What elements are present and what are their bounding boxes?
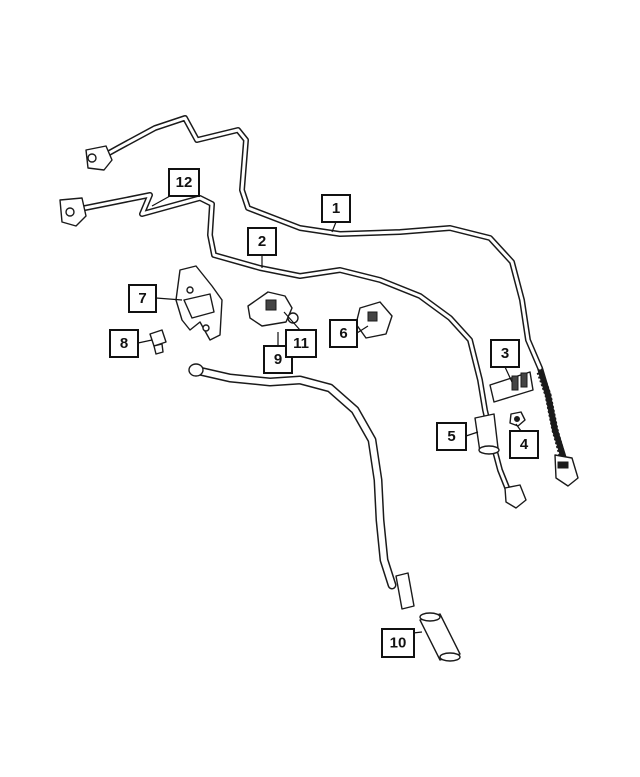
callout-11-label: 11 — [293, 335, 309, 352]
bolt-8 — [149, 329, 167, 355]
callout-11: 11 — [285, 329, 317, 358]
callout-2: 2 — [247, 227, 277, 256]
damper-5 — [474, 413, 500, 455]
clip-3 — [489, 371, 534, 403]
callout-5-label: 5 — [447, 428, 455, 445]
nut-4 — [509, 411, 526, 427]
leader-lines — [137, 195, 522, 635]
callout-7-label: 7 — [138, 290, 146, 307]
tube-2 — [59, 192, 527, 509]
callout-3: 3 — [490, 339, 520, 368]
callout-5: 5 — [436, 422, 467, 451]
sleeve-10 — [419, 612, 461, 662]
callout-8-label: 8 — [120, 335, 128, 352]
callout-2-label: 2 — [258, 233, 266, 250]
tube-1 — [85, 115, 579, 487]
callout-4: 4 — [509, 430, 539, 459]
callout-6-label: 6 — [339, 325, 347, 342]
callout-3-label: 3 — [501, 345, 509, 362]
bracket-7 — [175, 265, 223, 341]
callout-10-label: 10 — [390, 635, 407, 652]
callout-7: 7 — [128, 284, 157, 313]
callout-1: 1 — [321, 194, 351, 223]
clip-11 — [247, 291, 299, 327]
hose-9 — [188, 363, 415, 610]
clip-6 — [355, 301, 393, 339]
callout-9-label: 9 — [274, 351, 282, 368]
callout-10: 10 — [381, 628, 415, 658]
callout-6: 6 — [329, 319, 358, 348]
callout-12: 12 — [168, 168, 200, 197]
callout-1-label: 1 — [332, 200, 340, 217]
callout-4-label: 4 — [520, 436, 529, 453]
callout-8: 8 — [109, 329, 139, 358]
callout-12-label: 12 — [176, 174, 193, 191]
